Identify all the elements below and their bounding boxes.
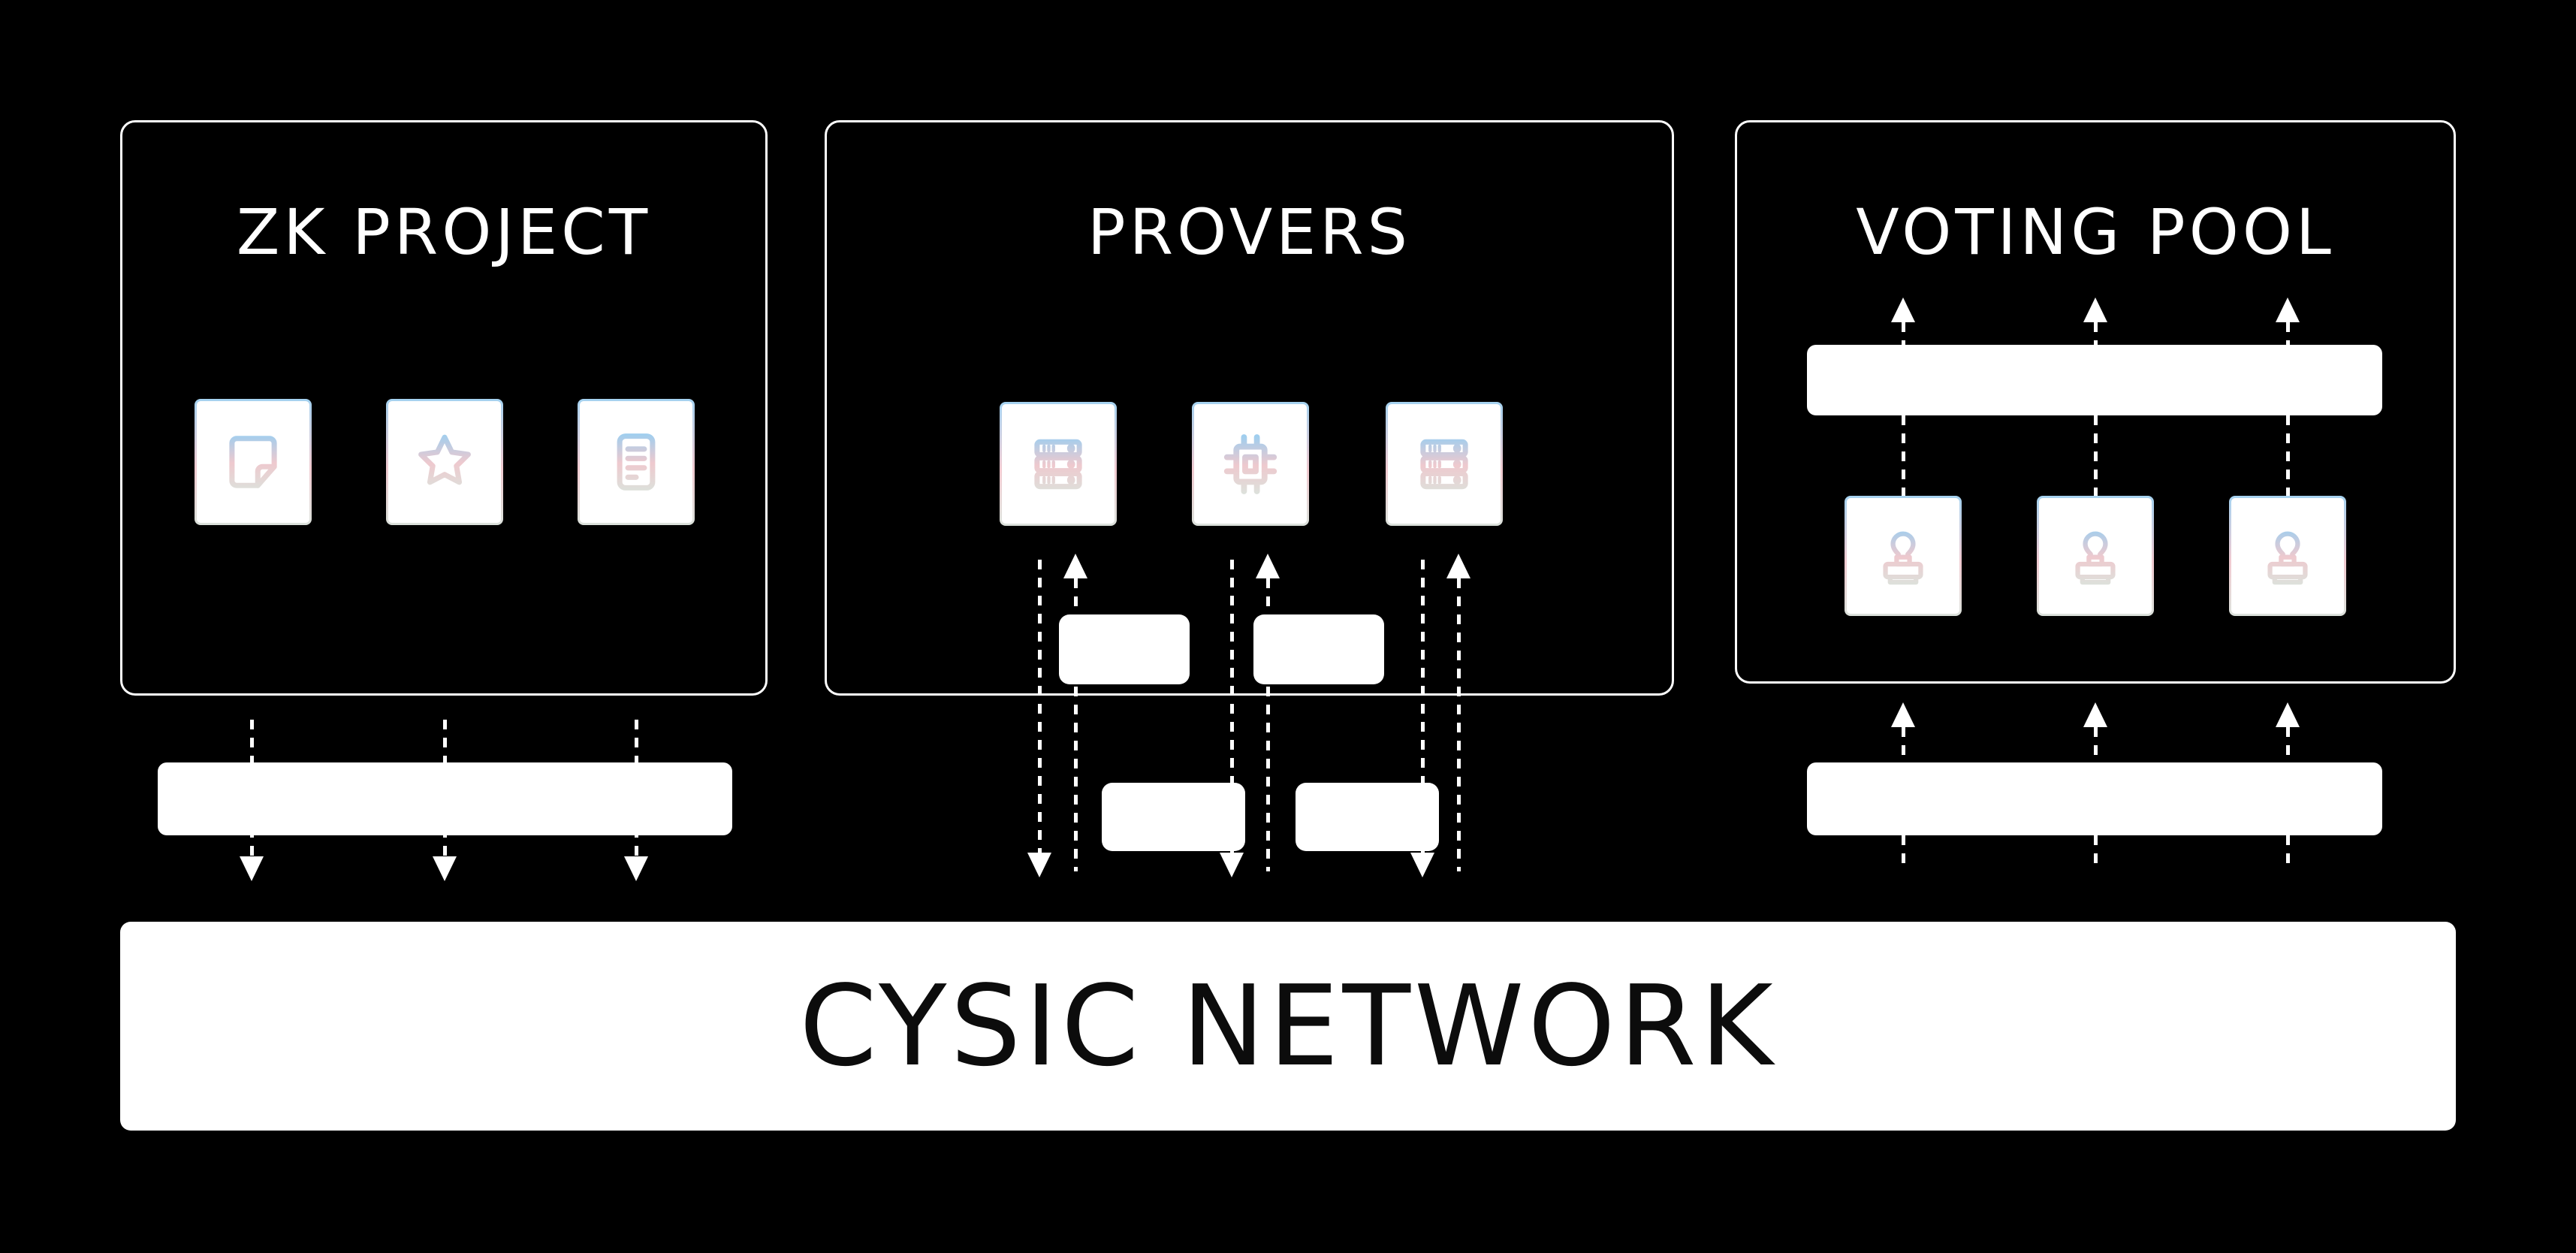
dashed-line bbox=[1901, 415, 1905, 496]
arrowhead-down bbox=[624, 856, 648, 881]
arrowhead-down bbox=[240, 856, 264, 881]
dashed-line bbox=[2285, 415, 2290, 496]
dashed-line bbox=[1420, 560, 1425, 853]
voting-pool-bar-lower bbox=[1807, 762, 2382, 835]
icon-tile bbox=[1000, 402, 1117, 526]
arrowhead-up bbox=[2083, 297, 2107, 322]
panel-provers: PROVERS bbox=[825, 120, 1674, 696]
panel-title: VOTING POOL bbox=[1856, 195, 2335, 269]
dashed-line bbox=[2093, 322, 2098, 345]
icon-tile bbox=[386, 399, 503, 525]
arrowhead-up bbox=[2083, 702, 2107, 727]
arrowhead-up bbox=[1446, 554, 1470, 578]
tile-surface bbox=[2231, 498, 2344, 614]
icon-tile bbox=[2229, 496, 2346, 616]
server-icon bbox=[1021, 427, 1096, 502]
tile-surface bbox=[2039, 498, 2152, 614]
tile-surface bbox=[580, 401, 692, 523]
arrowhead-up bbox=[1891, 297, 1915, 322]
stamp-icon bbox=[1866, 518, 1941, 593]
dashed-line bbox=[1037, 560, 1042, 853]
dashed-line bbox=[1265, 578, 1270, 871]
icon-tile bbox=[1192, 402, 1309, 526]
arrowhead-up bbox=[1063, 554, 1087, 578]
zk-project-bar bbox=[158, 762, 732, 835]
stamp-icon bbox=[2250, 518, 2325, 593]
chip-icon bbox=[1213, 427, 1288, 502]
cysic-network-bar: CYSIC NETWORK bbox=[120, 922, 2456, 1131]
arrowhead-up bbox=[2276, 297, 2300, 322]
voting-pool-bar-upper bbox=[1807, 345, 2382, 415]
star-icon bbox=[407, 424, 482, 500]
dashed-line bbox=[1073, 578, 1078, 871]
panel-voting-pool: VOTING POOL bbox=[1735, 120, 2456, 684]
icon-tile bbox=[1845, 496, 1962, 616]
dashed-line bbox=[1901, 322, 1905, 345]
icon-tile bbox=[578, 399, 695, 525]
arrowhead-down bbox=[1220, 853, 1244, 877]
server-icon bbox=[1407, 427, 1482, 502]
dashed-line bbox=[1456, 578, 1461, 871]
tile-surface bbox=[388, 401, 501, 523]
arrowhead-up bbox=[2276, 702, 2300, 727]
arrowhead-down bbox=[433, 856, 457, 881]
prover-slot-box bbox=[1253, 614, 1384, 684]
tile-surface bbox=[1002, 404, 1115, 524]
prover-slot-box bbox=[1102, 783, 1245, 851]
arrowhead-down bbox=[1027, 853, 1051, 877]
tile-surface bbox=[1847, 498, 1959, 614]
arrowhead-up bbox=[1891, 702, 1915, 727]
dashed-line bbox=[2285, 322, 2290, 345]
arrowhead-down bbox=[1410, 853, 1434, 877]
prover-slot-box bbox=[1296, 783, 1439, 851]
tile-surface bbox=[197, 401, 309, 523]
dashed-line bbox=[2093, 415, 2098, 496]
icon-tile bbox=[1386, 402, 1503, 526]
panel-title: PROVERS bbox=[1087, 195, 1411, 269]
arrowhead-up bbox=[1256, 554, 1280, 578]
icon-tile bbox=[195, 399, 312, 525]
panel-title: ZK PROJECT bbox=[236, 195, 652, 269]
dashed-line bbox=[1229, 560, 1234, 853]
tile-surface bbox=[1388, 404, 1501, 524]
icon-tile bbox=[2037, 496, 2154, 616]
prover-slot-box bbox=[1059, 614, 1190, 684]
note-icon bbox=[216, 424, 291, 500]
cysic-network-label: CYSIC NETWORK bbox=[799, 962, 1777, 1091]
stamp-icon bbox=[2058, 518, 2133, 593]
document-icon bbox=[599, 424, 674, 500]
tile-surface bbox=[1194, 404, 1307, 524]
panel-zk-project: ZK PROJECT bbox=[120, 120, 768, 696]
